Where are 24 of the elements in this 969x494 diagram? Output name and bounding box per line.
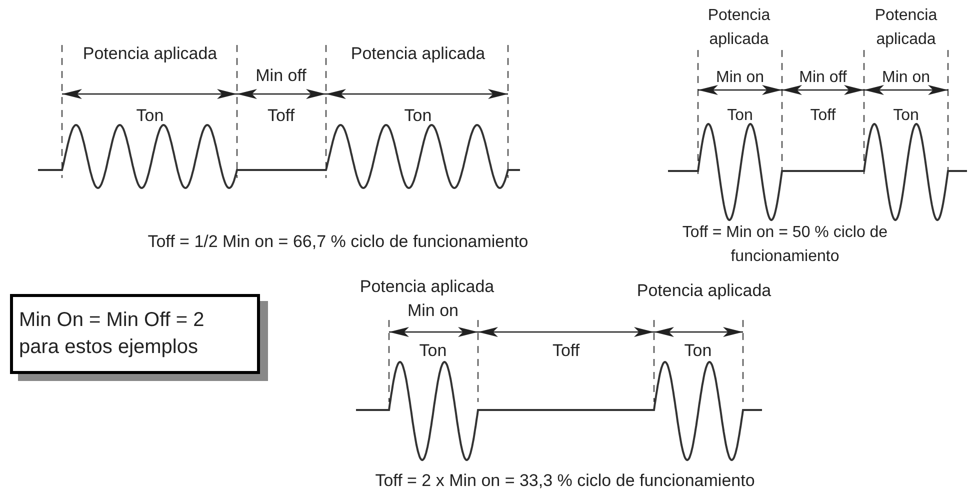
ton-label: Ton (404, 106, 432, 126)
ton-label: Ton (419, 341, 447, 361)
min-on-label: Min on (882, 68, 930, 88)
ton-label: Ton (727, 106, 753, 126)
power-label: Potencia aplicada (360, 277, 494, 297)
ton-label: Ton (136, 106, 164, 126)
min-on-label: Min on (716, 68, 764, 88)
toff-label: Toff (810, 106, 836, 126)
power-label: Potencia aplicada (350, 44, 486, 64)
formula-caption: Toff = 1/2 Min on = 66,7 % ciclo de funcionamiento (148, 232, 528, 252)
ton-label: Ton (684, 341, 712, 361)
formula-caption: Toff = Min on = 50 % ciclo de funcionamiento (681, 223, 889, 267)
power-label: Potencia aplicada (874, 6, 938, 50)
min-off-label: Min off (799, 68, 847, 88)
toff-label: Toff (267, 106, 295, 126)
min-on-label: Min on (407, 301, 459, 321)
toff-label: Toff (552, 341, 580, 361)
ton-label: Ton (893, 106, 919, 126)
power-label: Potencia aplicada (706, 6, 772, 50)
power-label: Potencia aplicada (636, 281, 772, 301)
power-label: Potencia aplicada (82, 44, 218, 64)
formula-caption: Toff = 2 x Min on = 33,3 % ciclo de funcionamiento (375, 471, 755, 491)
min-off-label: Min off (256, 66, 306, 86)
note-text: Min On = Min Off = 2 para estos ejemplos (19, 308, 206, 360)
